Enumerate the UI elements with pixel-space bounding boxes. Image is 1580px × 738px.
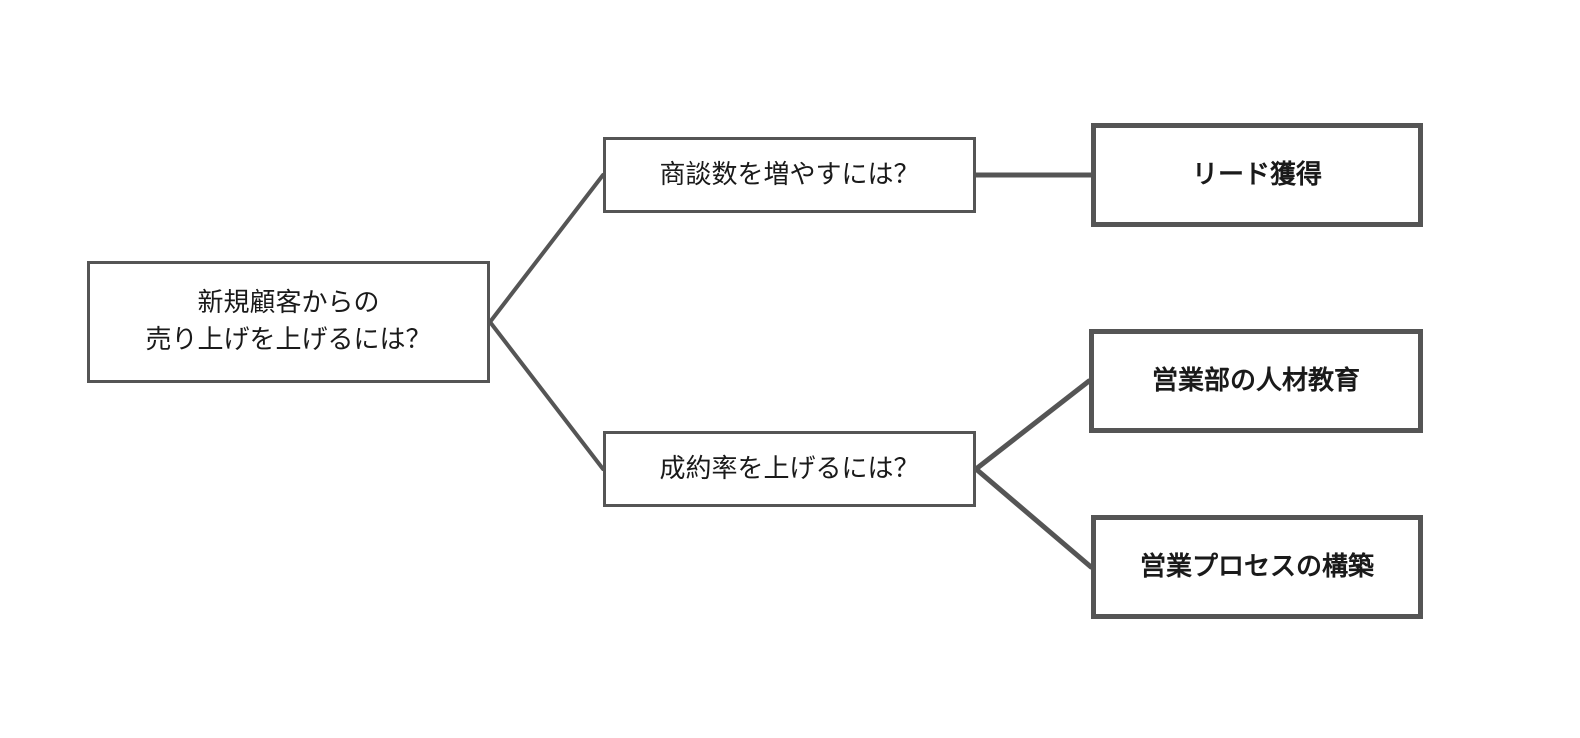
leaf-action-box-3: 営業プロセスの構築 <box>1091 515 1423 619</box>
connector-root-to-branch-1 <box>488 173 605 324</box>
leaf-action-label-1: リード獲得 <box>1191 159 1322 190</box>
root-question-box: 新規顧客からの 売り上げを上げるには？ <box>87 261 490 383</box>
branch-question-box-2: 成約率を上げるには？ <box>603 431 976 507</box>
leaf-action-box-1: リード獲得 <box>1091 123 1423 227</box>
leaf-action-box-2: 営業部の人材教育 <box>1089 329 1423 433</box>
connector-root-to-branch-2 <box>488 320 605 471</box>
branch-question-box-1: 商談数を増やすには？ <box>603 137 976 213</box>
branch-question-label-2: 成約率を上げるには？ <box>659 453 920 484</box>
leaf-action-label-2: 営業部の人材教育 <box>1151 365 1360 396</box>
connector-branch-2-to-leaf-2 <box>973 378 1092 472</box>
connector-branch-2-to-leaf-3 <box>973 466 1094 570</box>
branch-question-label-1: 商談数を増やすには？ <box>659 159 920 190</box>
leaf-action-label-3: 営業プロセスの構築 <box>1139 551 1374 582</box>
root-question-label: 新規顧客からの 売り上げを上げるには？ <box>145 288 432 355</box>
